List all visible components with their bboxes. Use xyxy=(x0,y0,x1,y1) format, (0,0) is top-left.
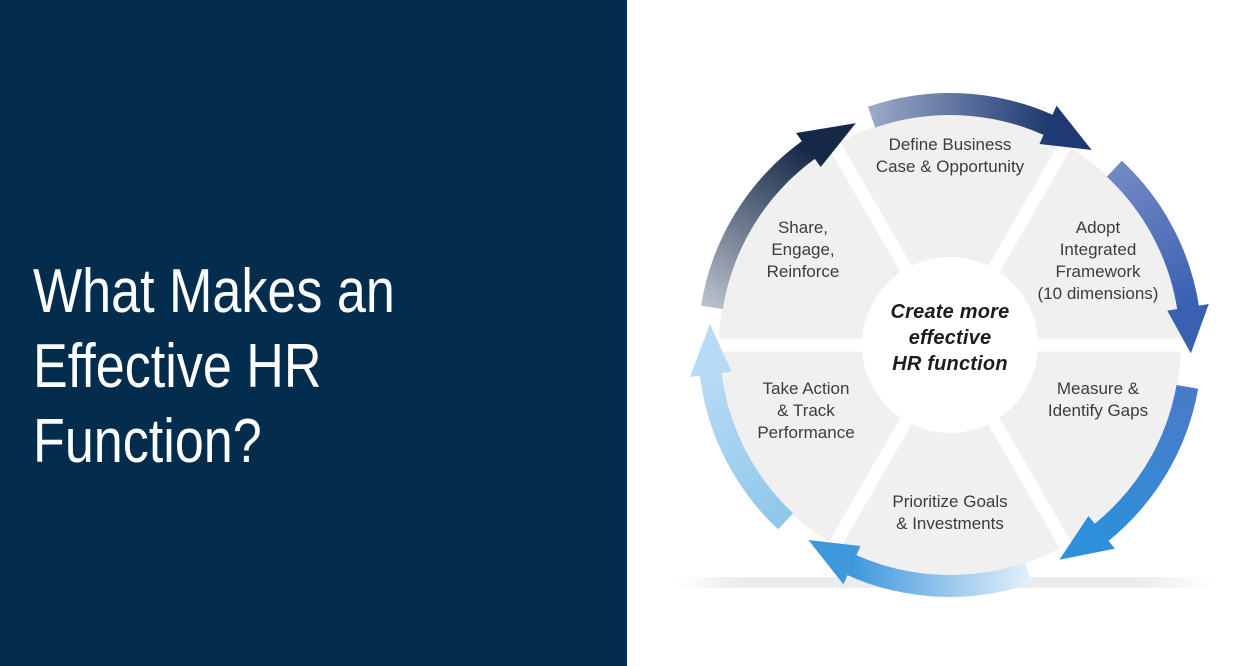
segment-label-prioritize-goals-investments: Prioritize Goals & Investments xyxy=(892,492,1008,533)
segment-gap xyxy=(974,138,1074,297)
segment-gap xyxy=(826,138,926,297)
cycle-arrow-top xyxy=(867,92,1092,151)
cycle-arrow-bottom-right xyxy=(1059,384,1199,560)
segment-label-measure-identify-gaps: Measure & Identify Gaps xyxy=(1047,379,1149,420)
diagram-panel: Define Business Case & Opportunity Adopt… xyxy=(627,0,1240,666)
segment-label-define-business-case: Define Business Case & Opportunity xyxy=(875,135,1025,176)
cycle-arrow-left-top xyxy=(701,123,856,310)
cycle-arrow-bottom xyxy=(808,539,1033,597)
cycle-arrow-left xyxy=(689,323,794,530)
slide-title: What Makes an Effective HR Function? xyxy=(33,257,395,477)
diagram-center-label: Create more effective HR function xyxy=(890,301,1010,375)
title-panel: What Makes an Effective HR Function? xyxy=(0,0,627,666)
cycle-arrow-right xyxy=(1106,160,1209,354)
hr-cycle-wheel xyxy=(689,92,1209,597)
segment-label-share-engage-reinforce: Share, Engage, Reinforce xyxy=(766,218,840,281)
segment-label-adopt-integrated-framework: Adopt Integrated Framework (10 dimension… xyxy=(1037,218,1159,303)
segment-label-take-action-track-performance: Take Action & Track Performance xyxy=(757,379,855,442)
segment-gap xyxy=(826,393,926,552)
segment-gap xyxy=(974,393,1074,552)
wheel-center-circle xyxy=(862,257,1038,433)
